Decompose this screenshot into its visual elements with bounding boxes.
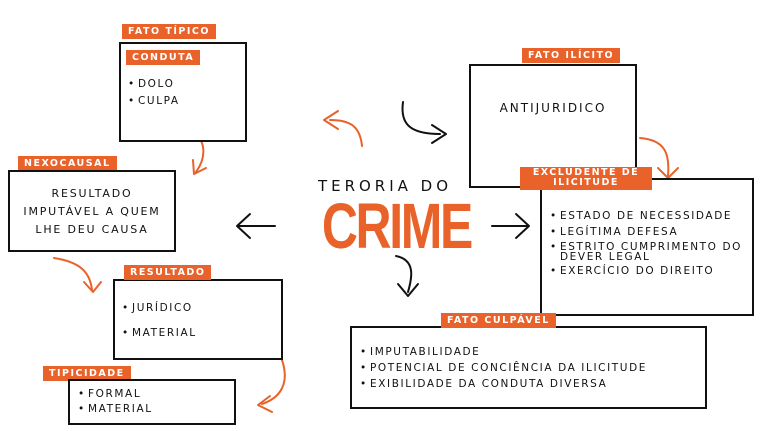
resultado-item-material: MATERIAL: [122, 327, 197, 340]
conduta-tag: CONDUTA: [126, 50, 201, 65]
arrow-left-black-head: [236, 213, 251, 239]
arrow-ilicito-excludente: [639, 137, 670, 177]
arrow-conduta-nexo-head: [192, 159, 207, 175]
arrow-up-left-orange: [329, 119, 363, 147]
fato-culpavel-tag: FATO CULPÁVEL: [441, 313, 556, 328]
fato-culpavel-item-1: IMPUTABILIDADE: [360, 346, 647, 359]
tipicidade-item-material: MATERIAL: [78, 403, 153, 416]
excludente-item-1: ESTADO DE NECESSIDADE: [550, 210, 750, 223]
fato-culpavel-item-2: POTENCIAL DE CONCIÊNCIA DA ILICITUDE: [360, 362, 647, 375]
arrow-up-left-orange-head: [323, 110, 339, 130]
tipicidade-tag: TIPICIDADE: [43, 366, 131, 381]
nexocausal-text: RESULTADO IMPUTÁVEL A QUEM LHE DEU CAUSA: [8, 185, 176, 239]
arrow-down-black-head: [397, 283, 419, 297]
nexocausal-box: [8, 170, 176, 252]
tipicidade-box: [68, 379, 236, 425]
arrow-resultado-tipicidade: [261, 359, 286, 405]
resultado-item-juridico: JURÍDICO: [122, 302, 197, 315]
excludente-item-4: EXERCÍCIO DO DIREITO: [550, 265, 750, 278]
nexocausal-tag: NEXOCAUSAL: [18, 156, 117, 171]
antijuridico-text: ANTIJURIDICO: [499, 101, 607, 115]
conduta-item-dolo: DOLO: [128, 78, 180, 91]
arrow-down-right-black-head: [431, 124, 447, 144]
fato-culpavel-list: IMPUTABILIDADE POTENCIAL DE CONCIÊNCIA D…: [360, 346, 647, 391]
excludente-list: ESTADO DE NECESSIDADE LEGÍTIMA DEFESA ES…: [550, 210, 750, 278]
excludente-item-2: LEGÍTIMA DEFESA: [550, 226, 750, 239]
resultado-tag: RESULTADO: [124, 265, 212, 280]
arrow-down-black: [395, 255, 413, 293]
arrow-right-black-head: [515, 213, 530, 239]
arrow-down-right-black: [401, 101, 441, 135]
conduta-list: DOLO CULPA: [128, 78, 180, 108]
excludente-item-3: ESTRITO CUMPRIMENTO DO DEVER LEGAL: [550, 242, 750, 263]
fato-ilicito-tag: FATO ILÍCITO: [522, 48, 621, 63]
nexocausal-line-3: LHE DEU CAUSA: [35, 223, 149, 236]
tipicidade-list: FORMAL MATERIAL: [78, 388, 153, 416]
resultado-list: JURÍDICO MATERIAL: [122, 302, 197, 340]
fato-tipico-tag: FATO TÍPICO: [122, 24, 216, 39]
arrow-nexo-resultado-head: [83, 281, 102, 293]
arrow-resultado-tipicidade-head: [257, 395, 273, 413]
title-line-1: TERORIA DO: [317, 177, 453, 195]
fato-culpavel-item-3: EXIBILIDADE DA CONDUTA DIVERSA: [360, 378, 647, 391]
excludente-tag: EXCLUDENTE DE ILICITUDE: [520, 167, 652, 190]
nexocausal-line-1: RESULTADO: [51, 187, 133, 200]
tipicidade-item-formal: FORMAL: [78, 388, 153, 401]
title-crime: CRIME: [321, 190, 473, 262]
resultado-box: [113, 279, 283, 360]
nexocausal-line-2: IMPUTÁVEL A QUEM: [23, 205, 161, 218]
arrow-nexo-resultado: [53, 257, 93, 291]
conduta-item-culpa: CULPA: [128, 95, 180, 108]
